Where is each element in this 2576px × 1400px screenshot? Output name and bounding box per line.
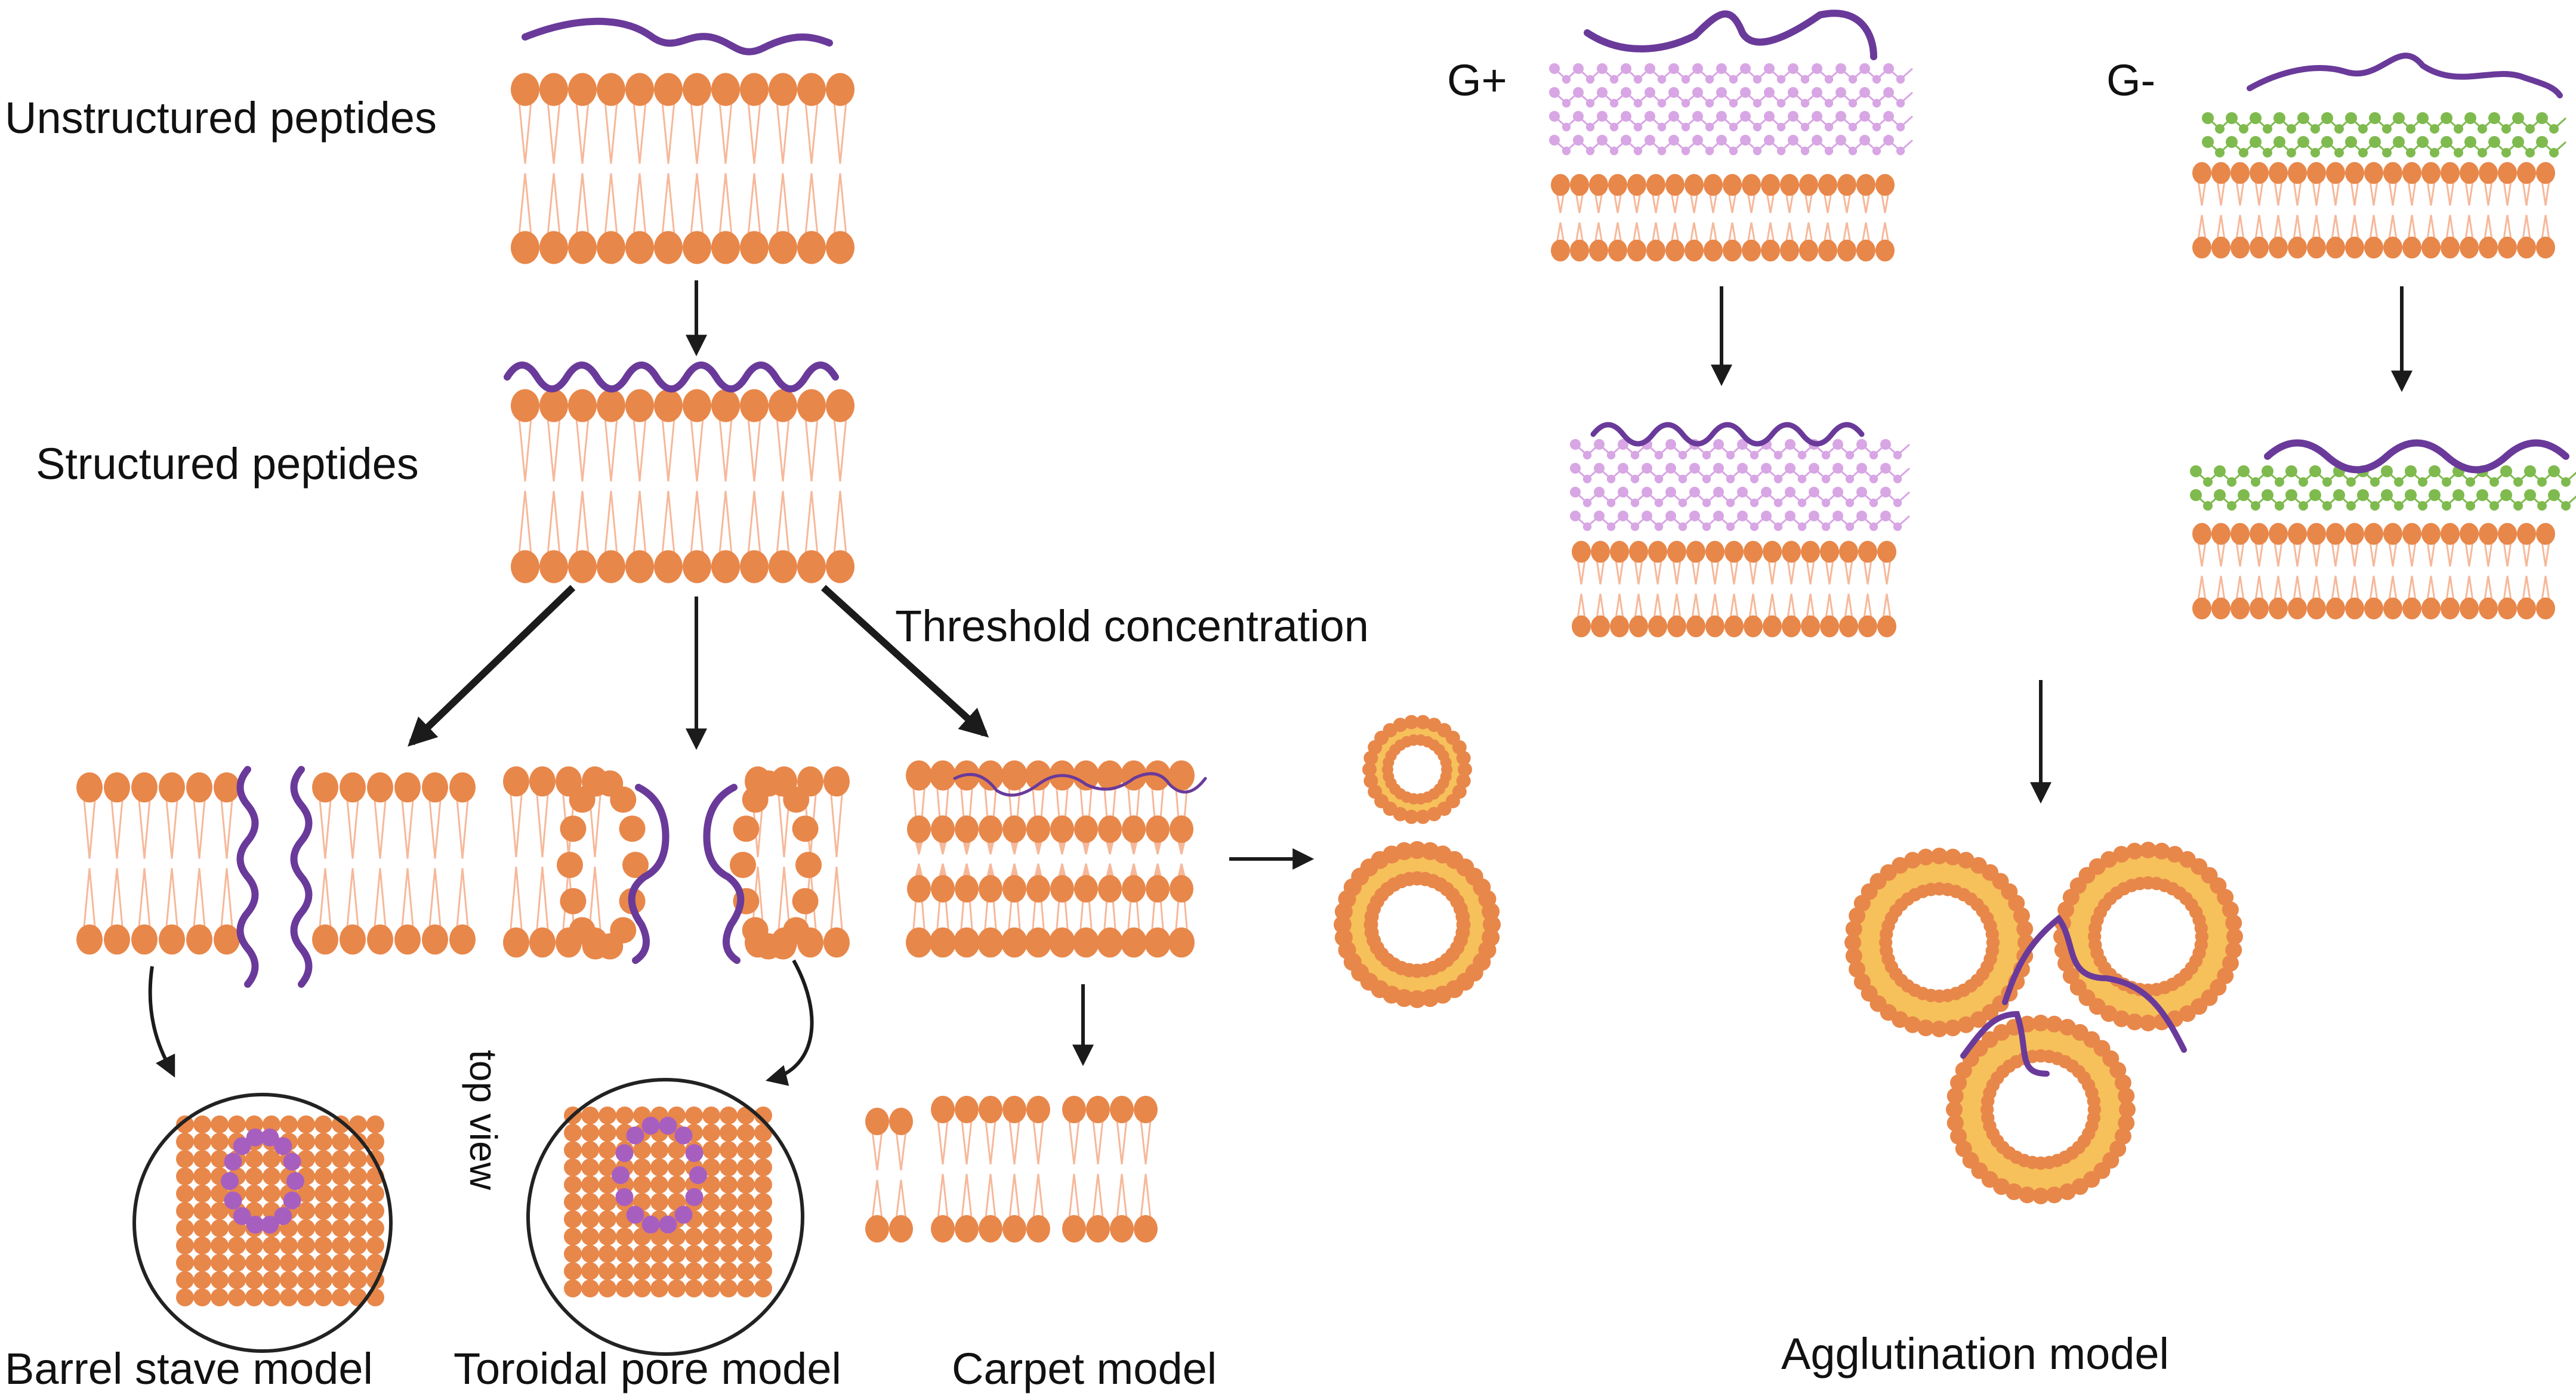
carpet-membrane-inner: [907, 815, 1193, 903]
label-gneg: G-: [2106, 55, 2155, 105]
agglutination-vesicle-left: [1844, 848, 2034, 1037]
label-gpos: G+: [1447, 55, 1507, 105]
gneg-membrane-bottom: [2192, 523, 2555, 620]
toroidal-right-curve: [730, 770, 822, 960]
toroidal-peptide-left: [628, 784, 670, 964]
arrow-toroidal-to-topview: [766, 959, 814, 1086]
carpet-peptides: [953, 772, 1207, 797]
carpet-disrupted-3: [1062, 1096, 1158, 1243]
gpos-membrane-bottom: [1572, 540, 1896, 638]
label-carpet: Carpet model: [952, 1344, 1217, 1393]
top-view-circles: [132, 1078, 804, 1356]
gpos-peptide-structured: [1590, 422, 1865, 447]
label-unstructured: Unstructured peptides: [5, 93, 437, 143]
carpet-vesicle-small: [1362, 715, 1472, 824]
carpet-disrupted-2: [931, 1096, 1050, 1243]
gpos-membrane-top: [1551, 174, 1895, 262]
carpet-disrupted-1: [865, 1108, 913, 1243]
barrel-membrane-left: [76, 772, 240, 955]
gneg-peptide-unstructured: [2247, 52, 2563, 98]
membrane-shapes: [76, 63, 2576, 1306]
peptide-chains: [236, 10, 2569, 1077]
toroidal-peptide-right: [703, 784, 745, 964]
gneg-membrane-top: [2192, 162, 2555, 259]
agglutination-vesicle-bottom: [1946, 1015, 2136, 1204]
barrel-top-view-pore: [221, 1128, 304, 1234]
label-top-view: top view: [462, 1050, 505, 1191]
unstructured-peptide: [522, 17, 833, 55]
gpos-cell-wall-top: [1549, 63, 1914, 156]
unstructured-membrane: [511, 73, 854, 264]
toroidal-top-view-lipids: [564, 1107, 772, 1297]
carpet-vesicle-large: [1334, 841, 1501, 1008]
arrow-to-carpet: [820, 585, 989, 738]
structured-peptide: [504, 361, 839, 393]
carpet-membrane: [906, 760, 1195, 958]
agglutination-vesicle-right: [2053, 842, 2243, 1031]
barrel-membrane-right: [312, 772, 476, 955]
barrel-peptide-left: [236, 766, 259, 988]
gneg-outer-layer-top: [2202, 112, 2567, 157]
barrel-peptide-right: [290, 766, 313, 988]
label-agglutination: Agglutination model: [1781, 1329, 2169, 1379]
arrow-barrel-to-topview: [148, 966, 175, 1078]
label-threshold: Threshold concentration: [895, 601, 1369, 651]
arrow-to-barrel: [408, 585, 576, 747]
label-barrel-stave: Barrel stave model: [5, 1344, 373, 1393]
label-toroidal-pore: Toroidal pore model: [454, 1344, 841, 1393]
structured-membrane: [511, 389, 854, 583]
barrel-top-view-circle: [132, 1093, 393, 1353]
toroidal-top-view-pore: [612, 1117, 707, 1234]
toroidal-membrane-left: [503, 766, 608, 958]
toroidal-top-view-circle: [526, 1078, 804, 1356]
gneg-outer-layer-bottom: [2190, 465, 2576, 511]
gpos-cell-wall-bottom: [1570, 439, 1911, 531]
label-structured: Structured peptides: [36, 439, 419, 489]
arrows: [148, 280, 2413, 1086]
agglutination-peptide-a: [2002, 914, 2187, 1053]
agglutination-peptide-b: [1960, 1010, 2050, 1077]
gpos-peptide-unstructured: [1584, 10, 1877, 60]
gneg-peptide-structured: [2264, 439, 2569, 474]
toroidal-left-curve: [557, 770, 649, 960]
